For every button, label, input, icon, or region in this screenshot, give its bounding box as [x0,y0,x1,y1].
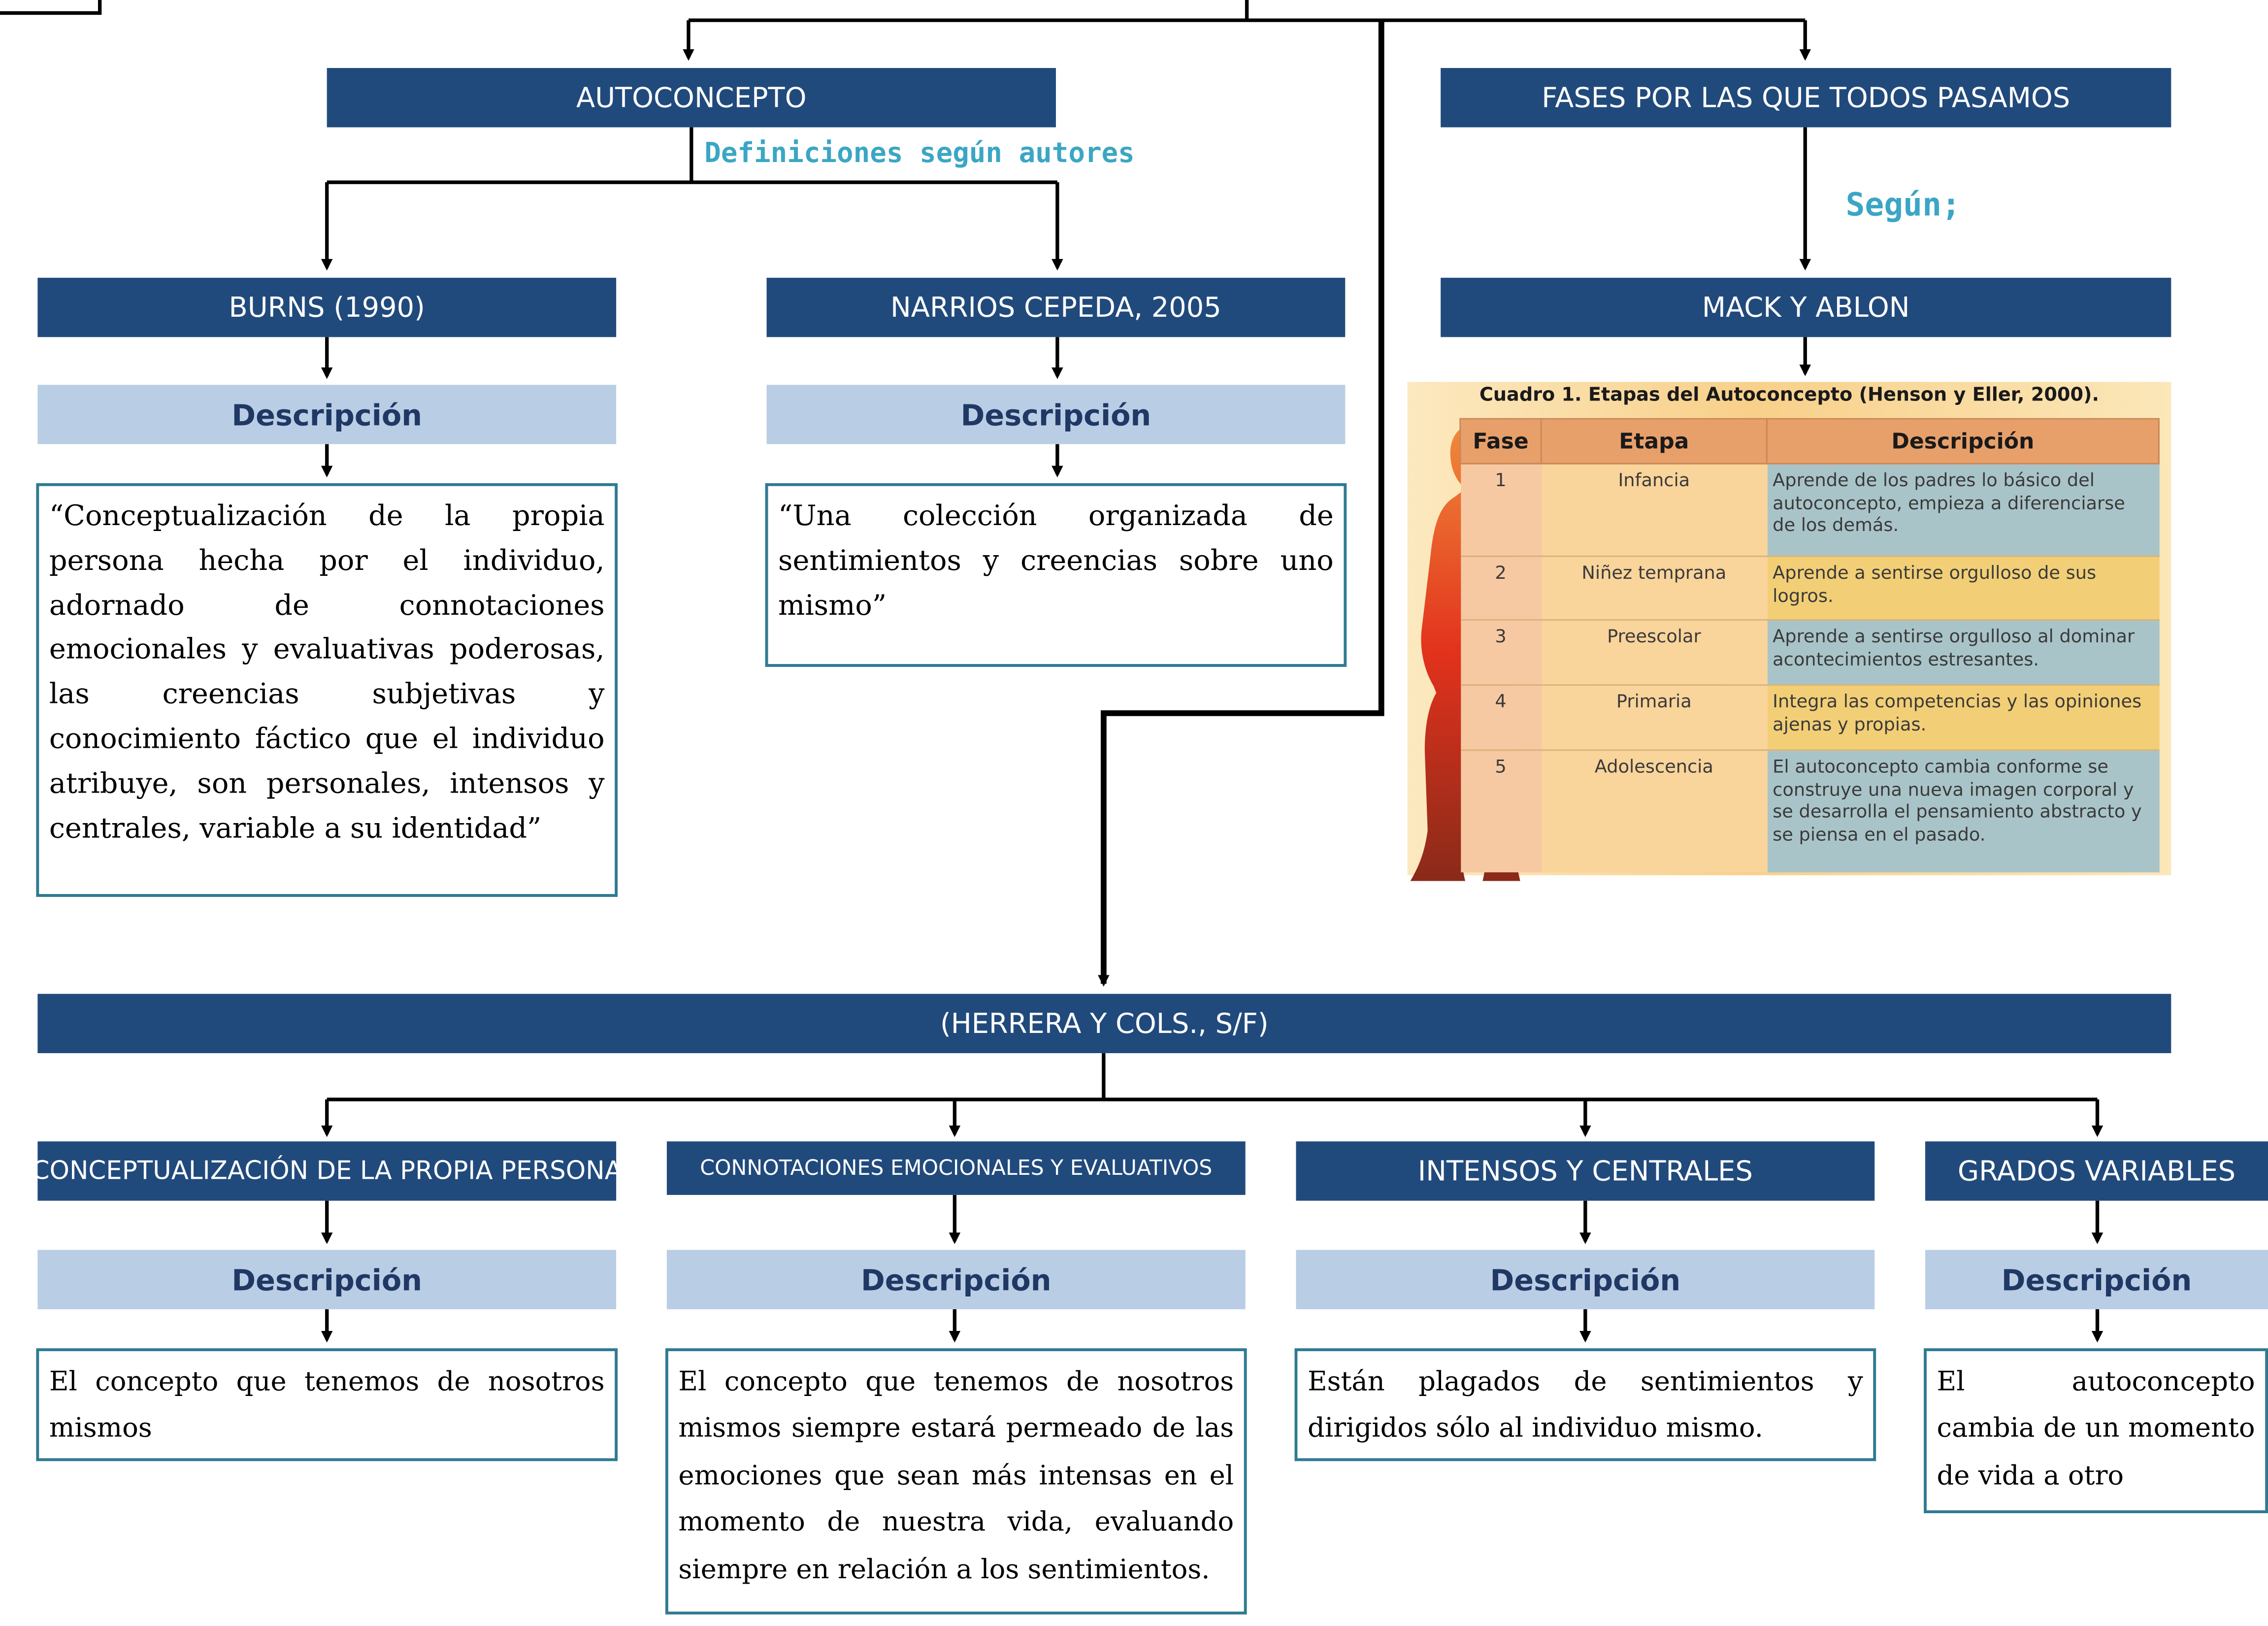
narrios-title: NARRIOS CEPEDA, 2005 [890,291,1221,324]
phase-description: Aprende de los padres lo básico del auto… [1767,463,2159,557]
burns-header: BURNS (1990) [37,277,617,337]
table-row: 4 Primaria Integra las competencias y la… [1460,684,2159,750]
phase-stage: Adolescencia [1541,749,1767,872]
phase-table: Fase Etapa Descripción 1 Infancia Aprend… [1459,418,2160,872]
phase-table-title: Cuadro 1. Etapas del Autoconcepto (Henso… [1479,385,2100,407]
connotaciones-desc-label: Descripción [666,1250,1246,1309]
autoconcepto-title: AUTOCONCEPTO [576,81,807,114]
col-etapa: Etapa [1540,418,1768,465]
phase-number: 5 [1460,749,1542,872]
herrera-title: (HERRERA Y COLS., S/F) [940,1007,1269,1040]
narrios-desc-label: Descripción [766,385,1346,444]
conceptualizacion-title: CONCEPTUALIZACIÓN DE LA PROPIA PERSONA [32,1157,622,1186]
narrios-definition: “Una colección organizada de sentimiento… [765,483,1347,667]
definiciones-label: Definiciones según autores [704,137,1135,169]
conceptualizacion-header: CONCEPTUALIZACIÓN DE LA PROPIA PERSONA [32,1141,622,1201]
col-descripcion: Descripción [1766,418,2160,465]
burns-definition: “Conceptualización de la propia persona … [36,483,618,897]
herrera-header: (HERRERA Y COLS., S/F) [37,994,2171,1054]
grados-text: El autoconcepto cambia de un momento de … [1924,1348,2268,1513]
phase-description: Aprende a sentirse orgulloso de sus logr… [1767,555,2159,620]
phase-number: 2 [1460,555,1542,620]
phase-number: 3 [1460,619,1542,685]
intensos-header: INTENSOS Y CENTRALES [1296,1141,1875,1201]
table-row: 1 Infancia Aprende de los padres lo bási… [1460,463,2159,557]
connotaciones-header: CONNOTACIONES EMOCIONALES Y EVALUATIVOS [666,1141,1246,1195]
phase-number: 4 [1460,684,1542,750]
phase-stage: Preescolar [1541,619,1767,685]
intensos-title: INTENSOS Y CENTRALES [1417,1155,1753,1187]
phase-description: Aprende a sentirse orgulloso al dominar … [1767,619,2159,685]
burns-desc-label: Descripción [37,385,617,444]
narrios-header: NARRIOS CEPEDA, 2005 [766,277,1346,337]
burns-title: BURNS (1990) [229,291,425,324]
mack-header: MACK Y ABLON [1441,277,2171,337]
segun-label: Según; [1845,188,1961,225]
phase-table-card: Cuadro 1. Etapas del Autoconcepto (Henso… [1407,382,2171,881]
phase-number: 1 [1460,463,1542,557]
fases-header: FASES POR LAS QUE TODOS PASAMOS [1441,68,2171,128]
conceptualizacion-text: El concepto que tenemos de nosotros mism… [36,1348,618,1461]
intensos-desc-label: Descripción [1296,1250,1875,1309]
phase-description: El autoconcepto cambia conforme se const… [1767,749,2159,872]
autoconcepto-header: AUTOCONCEPTO [327,68,1056,128]
table-row: 3 Preescolar Aprende a sentirse orgullos… [1460,619,2159,685]
phase-stage: Infancia [1541,463,1767,557]
conceptualizacion-desc-label: Descripción [37,1250,617,1309]
grados-header: GRADOS VARIABLES [1925,1141,2268,1201]
mack-title: MACK Y ABLON [1702,291,1910,324]
phase-description: Integra las competencias y las opiniones… [1767,684,2159,750]
phase-stage: Niñez temprana [1541,555,1767,620]
fases-title: FASES POR LAS QUE TODOS PASAMOS [1542,81,2071,114]
phase-stage: Primaria [1541,684,1767,750]
table-row: 5 Adolescencia El autoconcepto cambia co… [1460,749,2159,872]
intensos-text: Están plagados de sentimientos y dirigid… [1294,1348,1876,1461]
connotaciones-title: CONNOTACIONES EMOCIONALES Y EVALUATIVOS [700,1157,1213,1180]
grados-title: GRADOS VARIABLES [1957,1155,2236,1187]
connotaciones-text: El concepto que tenemos de nosotros mism… [665,1348,1247,1615]
col-fase: Fase [1459,418,1542,465]
table-row: 2 Niñez temprana Aprende a sentirse orgu… [1460,555,2159,620]
grados-desc-label: Descripción [1925,1250,2268,1309]
